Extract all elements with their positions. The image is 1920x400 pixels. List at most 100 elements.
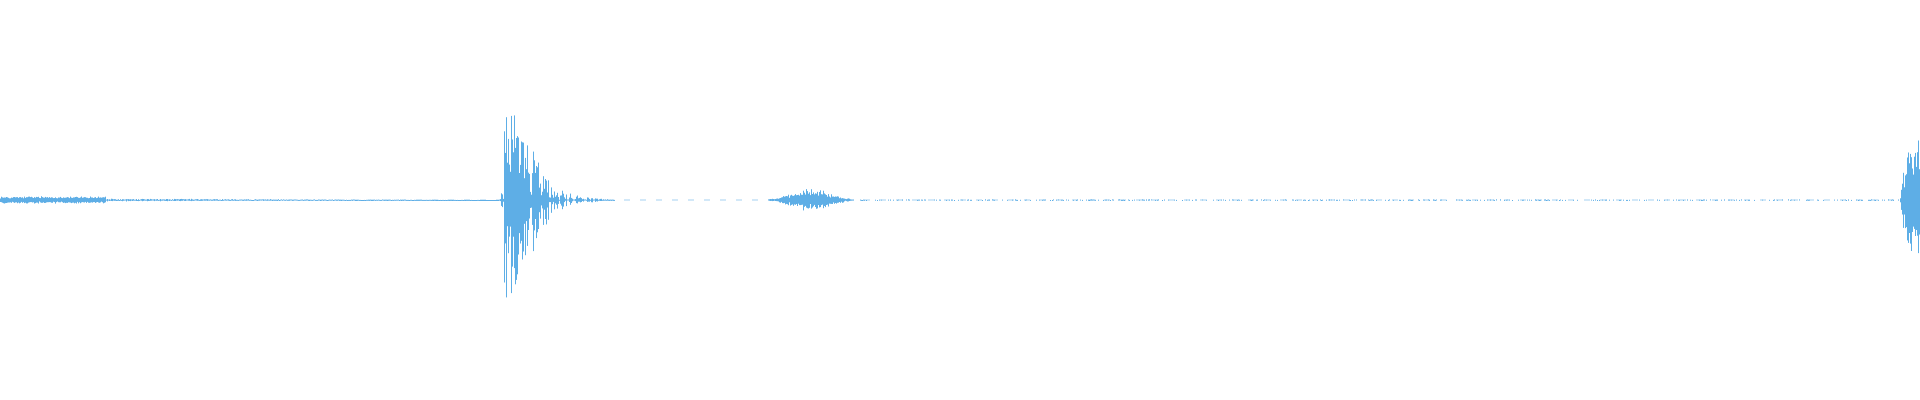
waveform-sample <box>503 198 504 202</box>
waveform-sample <box>1233 199 1234 201</box>
waveform-sample <box>1875 200 1876 201</box>
waveform-sample <box>279 200 280 201</box>
waveform-sample <box>97 197 98 202</box>
waveform-sample <box>337 199 338 201</box>
waveform-sample <box>1189 199 1190 201</box>
waveform-sample <box>557 192 558 209</box>
waveform-sample <box>1518 199 1519 201</box>
waveform-sample <box>512 139 513 267</box>
waveform-sample <box>968 199 969 201</box>
waveform-sample <box>1446 199 1447 201</box>
waveform-sample <box>846 199 847 202</box>
waveform-sample <box>495 200 496 201</box>
waveform-sample <box>1095 199 1096 201</box>
waveform-sample <box>64 197 65 203</box>
waveform-sample <box>378 199 379 201</box>
waveform-sample <box>1531 199 1532 201</box>
waveform-sample <box>1475 199 1476 201</box>
waveform-sample <box>585 199 586 201</box>
waveform-sample <box>121 199 122 201</box>
waveform-sample <box>41 196 42 203</box>
waveform-sample <box>888 199 889 201</box>
waveform-sample <box>1859 199 1860 201</box>
waveform-sample <box>574 199 575 201</box>
waveform-sample <box>68 197 69 203</box>
waveform-sample <box>582 199 583 201</box>
waveform-sample <box>1317 199 1318 201</box>
waveform-sample <box>1754 199 1755 201</box>
waveform-sample <box>1016 199 1017 201</box>
waveform-sample <box>40 198 41 203</box>
waveform-sample <box>28 196 29 203</box>
waveform-sample <box>843 198 844 203</box>
waveform-sample <box>605 199 606 201</box>
waveform-sample <box>258 199 259 201</box>
waveform-sample <box>1912 168 1913 232</box>
waveform-sample <box>468 199 469 201</box>
waveform-sample <box>200 199 201 201</box>
waveform-sample <box>1411 200 1412 201</box>
waveform-sample <box>863 199 864 201</box>
waveform-sample <box>1176 199 1177 201</box>
waveform-sample <box>343 199 344 201</box>
waveform-sample <box>1162 200 1163 201</box>
waveform-sample <box>183 199 184 201</box>
waveform-sample <box>399 200 400 201</box>
waveform-sample <box>451 199 452 201</box>
waveform-sample <box>153 199 154 201</box>
waveform-sample <box>198 199 199 201</box>
waveform-sample <box>437 200 438 201</box>
waveform-sample <box>75 197 76 203</box>
waveform-sample <box>866 200 867 201</box>
waveform-sample <box>1050 200 1051 201</box>
waveform-sample <box>772 198 773 202</box>
waveform-sample <box>330 199 331 201</box>
waveform-sample <box>862 200 863 201</box>
waveform-sample <box>1373 199 1374 201</box>
waveform-sample <box>1157 199 1158 201</box>
waveform-sample <box>217 199 218 201</box>
waveform-sample <box>1523 199 1524 201</box>
waveform-sample <box>815 193 816 207</box>
waveform-sample <box>850 199 851 201</box>
waveform-sample <box>994 199 995 201</box>
waveform-sample <box>216 199 217 201</box>
waveform-sample <box>547 192 548 208</box>
waveform-sample <box>604 199 605 201</box>
waveform-sample <box>805 194 806 206</box>
waveform-sample <box>967 199 968 201</box>
waveform-sample <box>1496 199 1497 201</box>
waveform-sample <box>247 199 248 201</box>
waveform-sample <box>1493 199 1494 201</box>
waveform-sample <box>1435 199 1436 201</box>
waveform-sample <box>60 196 61 203</box>
waveform-sample <box>1218 200 1219 201</box>
waveform-sample <box>1419 199 1420 201</box>
waveform-sample <box>940 199 941 201</box>
waveform-sample <box>988 199 989 201</box>
waveform-sample <box>611 199 612 201</box>
waveform-sample <box>424 199 425 201</box>
waveform-sample <box>1321 200 1322 201</box>
waveform-sample <box>132 199 133 201</box>
waveform-sample <box>1196 199 1197 201</box>
waveform-sample <box>558 197 559 204</box>
waveform-sample <box>825 194 826 208</box>
waveform-sample <box>1903 172 1904 228</box>
waveform-sample <box>357 199 358 201</box>
waveform-sample <box>1480 199 1481 201</box>
waveform-sample <box>238 199 239 201</box>
waveform-sample <box>1782 199 1783 201</box>
waveform-sample <box>1110 200 1111 201</box>
waveform-sample <box>158 199 159 201</box>
waveform-sample <box>245 199 246 201</box>
waveform-sample <box>1774 199 1775 201</box>
waveform-sample <box>1716 199 1717 201</box>
waveform-sample <box>1487 199 1488 201</box>
waveform-sample <box>799 195 800 206</box>
waveform-sample <box>178 199 179 201</box>
waveform-sample <box>293 199 294 201</box>
waveform-sample <box>511 115 512 294</box>
